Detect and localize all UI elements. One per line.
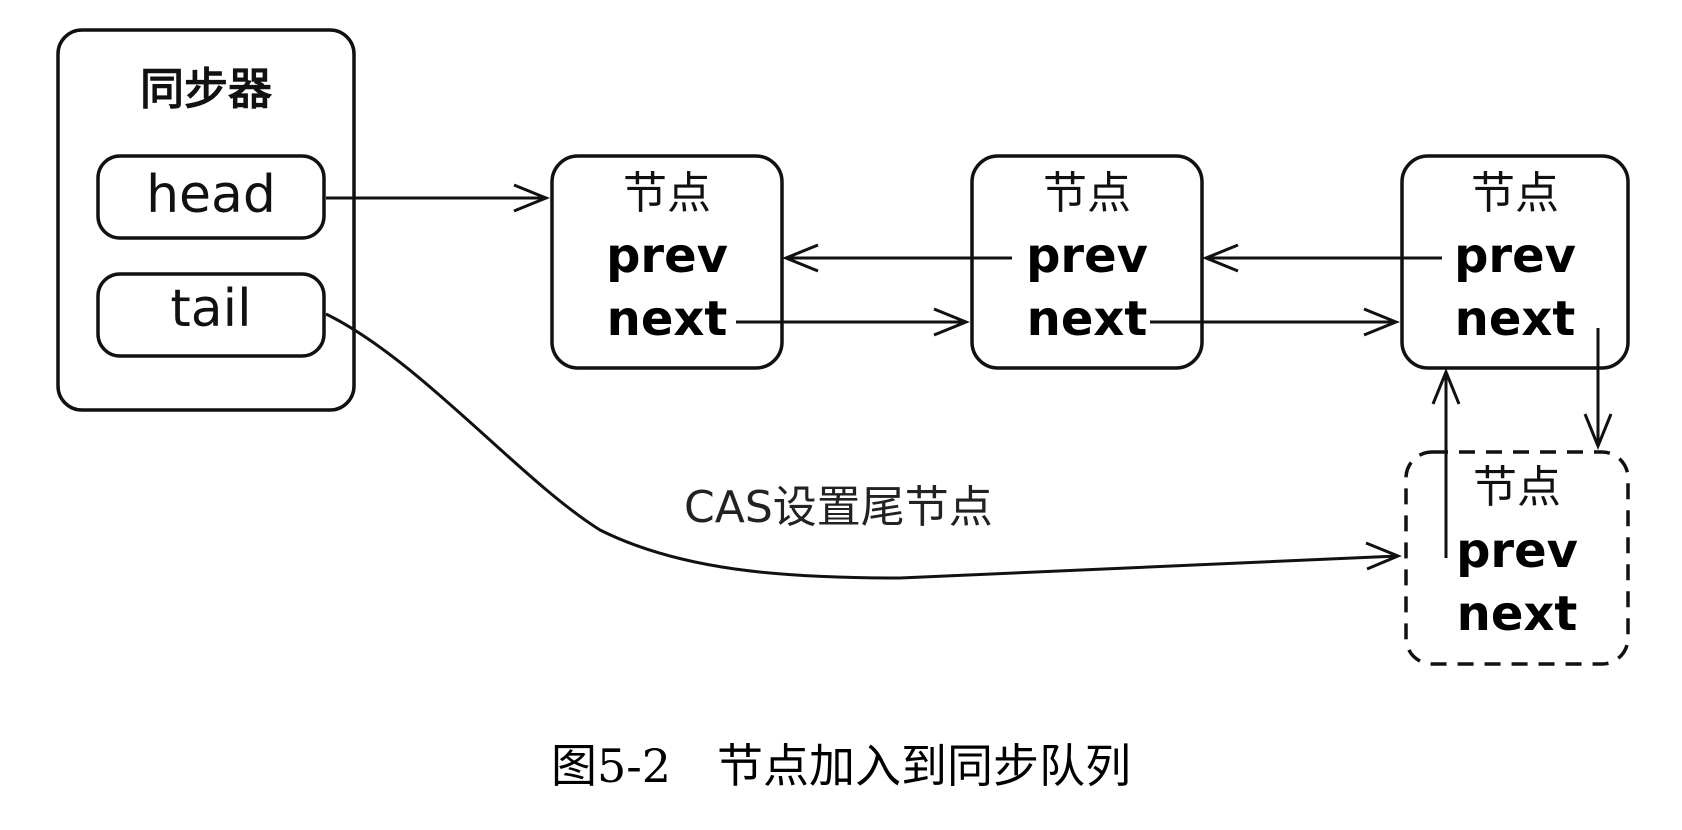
queue-node-1: 节点 prev next bbox=[550, 154, 784, 370]
tail-field-label: tail bbox=[170, 279, 251, 339]
synchronizer-frame bbox=[56, 28, 356, 412]
cas-tail-arrow bbox=[325, 312, 1402, 580]
new-tail-node: 节点 prev next bbox=[1404, 450, 1630, 666]
new-node-prev-arrow bbox=[1431, 368, 1461, 558]
cas-tail-annotation: CAS设置尾节点 bbox=[684, 482, 993, 533]
queue-node-1-frame bbox=[550, 154, 784, 370]
queue-node-1-prev: prev bbox=[606, 228, 728, 284]
head-field-label: head bbox=[146, 165, 276, 225]
queue-node-2-prev: prev bbox=[1026, 228, 1148, 284]
new-tail-node-title: 节点 bbox=[1473, 462, 1561, 513]
head-pointer-arrow bbox=[326, 183, 550, 213]
tail-field-box bbox=[96, 272, 326, 358]
new-tail-node-frame bbox=[1404, 450, 1630, 666]
new-tail-node-prev: prev bbox=[1456, 523, 1578, 579]
queue-node-3-prev: prev bbox=[1454, 228, 1576, 284]
queue-node-3-next: next bbox=[1455, 291, 1576, 347]
queue-node-1-next: next bbox=[607, 291, 728, 347]
node2-prev-arrow bbox=[782, 243, 1012, 273]
queue-node-2-frame bbox=[970, 154, 1204, 370]
queue-node-3: 节点 prev next bbox=[1400, 154, 1630, 370]
new-tail-node-next: next bbox=[1457, 586, 1578, 642]
synchronizer-box: 同步器 head tail bbox=[56, 28, 356, 412]
node2-next-arrow bbox=[1150, 307, 1400, 337]
queue-node-2-next: next bbox=[1027, 291, 1148, 347]
queue-node-2-title: 节点 bbox=[1043, 168, 1131, 219]
node3-prev-arrow bbox=[1202, 243, 1442, 273]
queue-node-3-title: 节点 bbox=[1471, 168, 1559, 219]
head-field-box bbox=[96, 154, 326, 240]
figure-caption: 图5-2 节点加入到同步队列 bbox=[551, 739, 1131, 793]
queue-node-2: 节点 prev next bbox=[970, 154, 1204, 370]
node3-next-arrow bbox=[1583, 328, 1613, 450]
synchronizer-title: 同步器 bbox=[140, 64, 273, 115]
node1-next-arrow bbox=[736, 307, 970, 337]
queue-node-3-frame bbox=[1400, 154, 1630, 370]
queue-node-1-title: 节点 bbox=[623, 168, 711, 219]
